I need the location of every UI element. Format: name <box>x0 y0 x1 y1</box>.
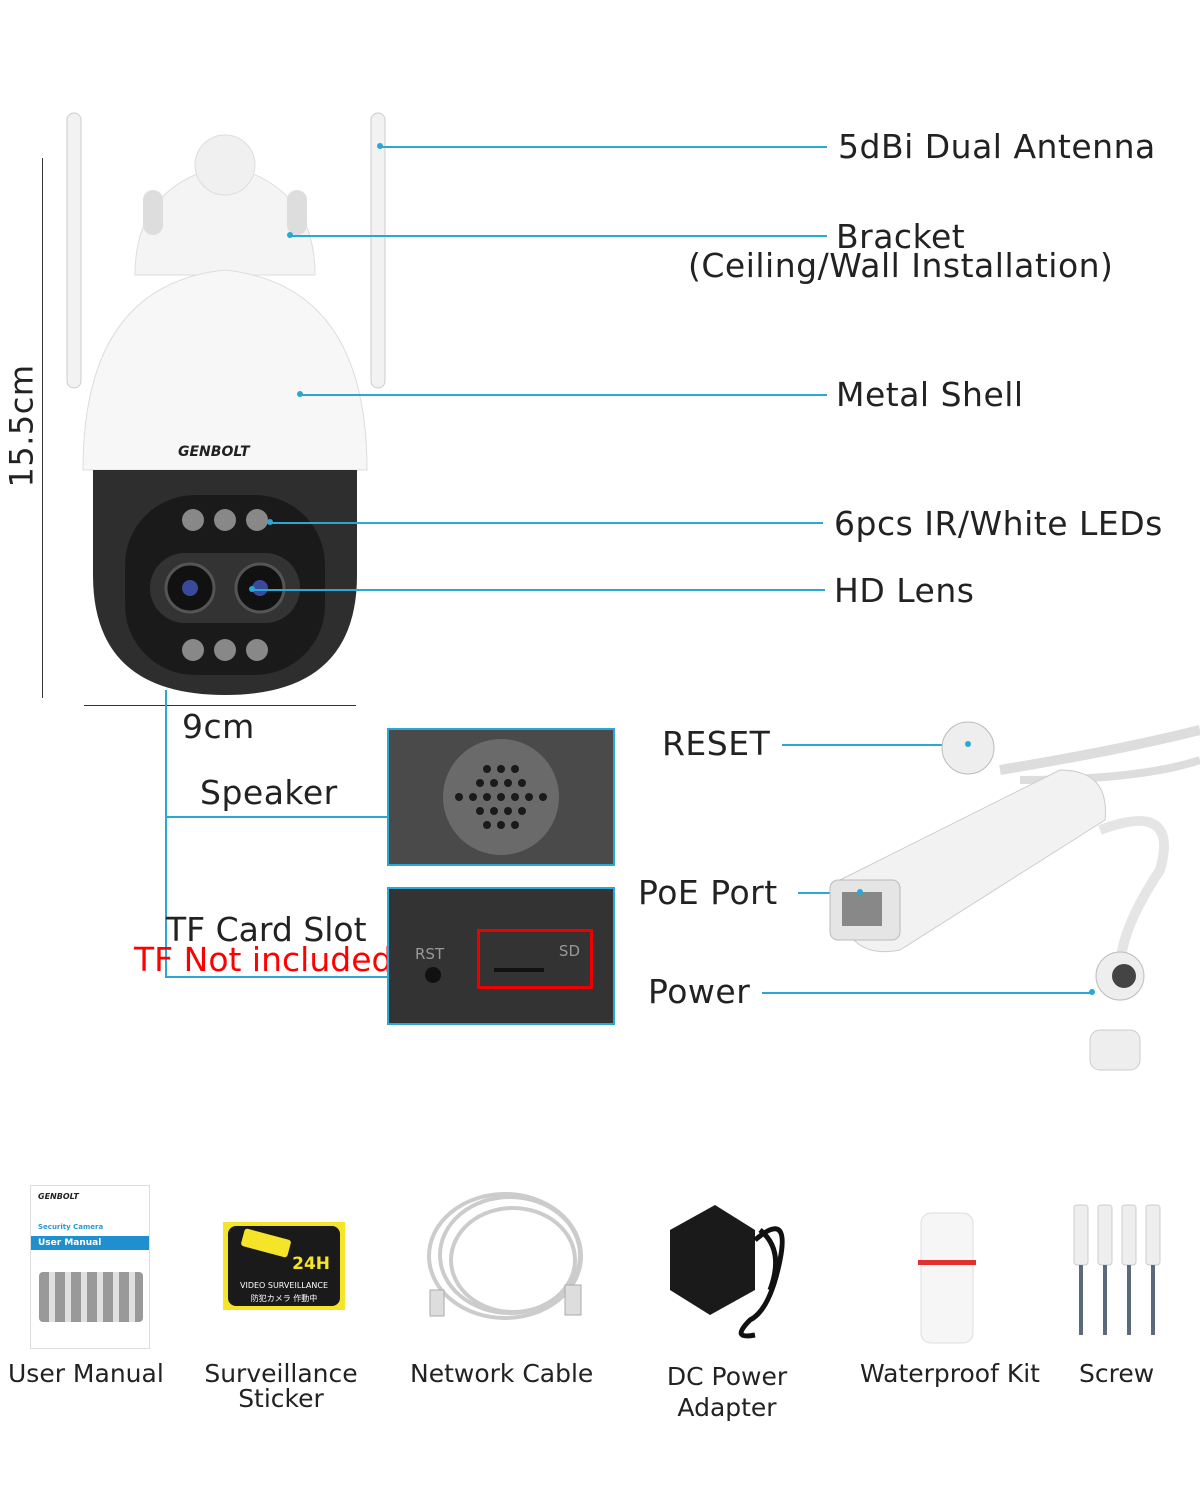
bottom-leader <box>165 690 167 977</box>
surveillance-sticker-image: 24H VIDEO SURVEILLANCE 防犯カメラ 作動中 <box>223 1222 345 1310</box>
bracket-leader <box>290 235 827 237</box>
speaker-label: Speaker <box>200 773 338 812</box>
waterproof-kit-image <box>918 1212 976 1344</box>
sticker-line1: VIDEO SURVEILLANCE <box>239 1281 329 1290</box>
tf-slot-label: TF Card Slot <box>166 910 367 949</box>
shell-label: Metal Shell <box>836 375 1024 414</box>
poe-cable-illustration <box>829 721 1200 1071</box>
accessory-label-waterproof-kit: Waterproof Kit <box>860 1359 1040 1388</box>
power-dot <box>1089 989 1095 995</box>
sd-label: SD <box>558 942 580 960</box>
tf-slot-photo: RST SD <box>387 887 615 1025</box>
sticker-hours: 24H <box>292 1254 330 1274</box>
power-leader <box>762 992 1092 994</box>
tf-warning-label: TF Not included <box>134 940 393 979</box>
reset-hole <box>425 967 441 983</box>
dc-power-adapter-image <box>670 1205 785 1339</box>
speaker-grille-icon <box>443 739 559 855</box>
height-dimension-line <box>42 158 43 698</box>
manual-brand: GENBOLT <box>38 1192 79 1201</box>
width-dimension: 9cm <box>182 707 255 746</box>
shell-leader <box>300 394 827 396</box>
sd-slot <box>494 968 544 972</box>
manual-title: User Manual <box>31 1236 149 1250</box>
speaker-photo <box>387 728 615 866</box>
screws-image <box>1073 1204 1161 1335</box>
network-cable-image <box>427 1192 583 1320</box>
accessory-label-network-cable: Network Cable <box>410 1359 594 1388</box>
antenna-label: 5dBi Dual Antenna <box>838 127 1156 166</box>
lens-label: HD Lens <box>834 571 975 610</box>
reset-label: RESET <box>662 724 771 763</box>
sd-slot-highlight: SD <box>477 929 593 989</box>
power-label: Power <box>648 972 751 1011</box>
user-manual-image: GENBOLT Security Camera User Manual <box>30 1185 150 1349</box>
sticker-line2: 防犯カメラ 作動中 <box>250 1294 318 1303</box>
manual-subtitle: Security Camera <box>38 1223 104 1231</box>
camera-brand-logo: GENBOLT <box>178 444 250 460</box>
antenna-leader <box>380 146 827 148</box>
lens-dot <box>249 586 255 592</box>
poe-leader <box>798 892 860 894</box>
leds-dot <box>267 519 273 525</box>
sticker-inner: 24H VIDEO SURVEILLANCE 防犯カメラ 作動中 <box>228 1226 340 1306</box>
leds-leader <box>270 522 823 524</box>
antenna-dot <box>377 143 383 149</box>
shell-dot <box>297 391 303 397</box>
accessory-label-sticker: Surveillance Sticker <box>204 1359 358 1413</box>
bracket-label: Bracket <box>836 217 966 256</box>
rst-label: RST <box>415 945 445 963</box>
leds-label: 6pcs IR/White LEDs <box>834 504 1163 543</box>
manual-product-photos <box>39 1272 143 1322</box>
reset-leader <box>782 744 968 746</box>
accessory-label-user-manual: User Manual <box>8 1359 164 1388</box>
bracket-note: (Ceiling/Wall Installation) <box>688 246 1114 285</box>
bracket-dot <box>287 232 293 238</box>
camera-icon <box>240 1228 292 1258</box>
reset-dot <box>965 741 971 747</box>
width-dimension-line <box>84 705 356 706</box>
poe-label: PoE Port <box>638 873 778 912</box>
camera-illustration <box>66 112 386 695</box>
accessory-label-dc-adapter: DC Power Adapter <box>666 1362 788 1423</box>
tf-leader <box>165 976 387 978</box>
speaker-leader <box>165 816 387 818</box>
poe-dot <box>857 889 863 895</box>
height-dimension: 15.5cm <box>2 364 41 488</box>
lens-leader <box>252 589 825 591</box>
accessory-label-screw: Screw <box>1079 1359 1155 1388</box>
